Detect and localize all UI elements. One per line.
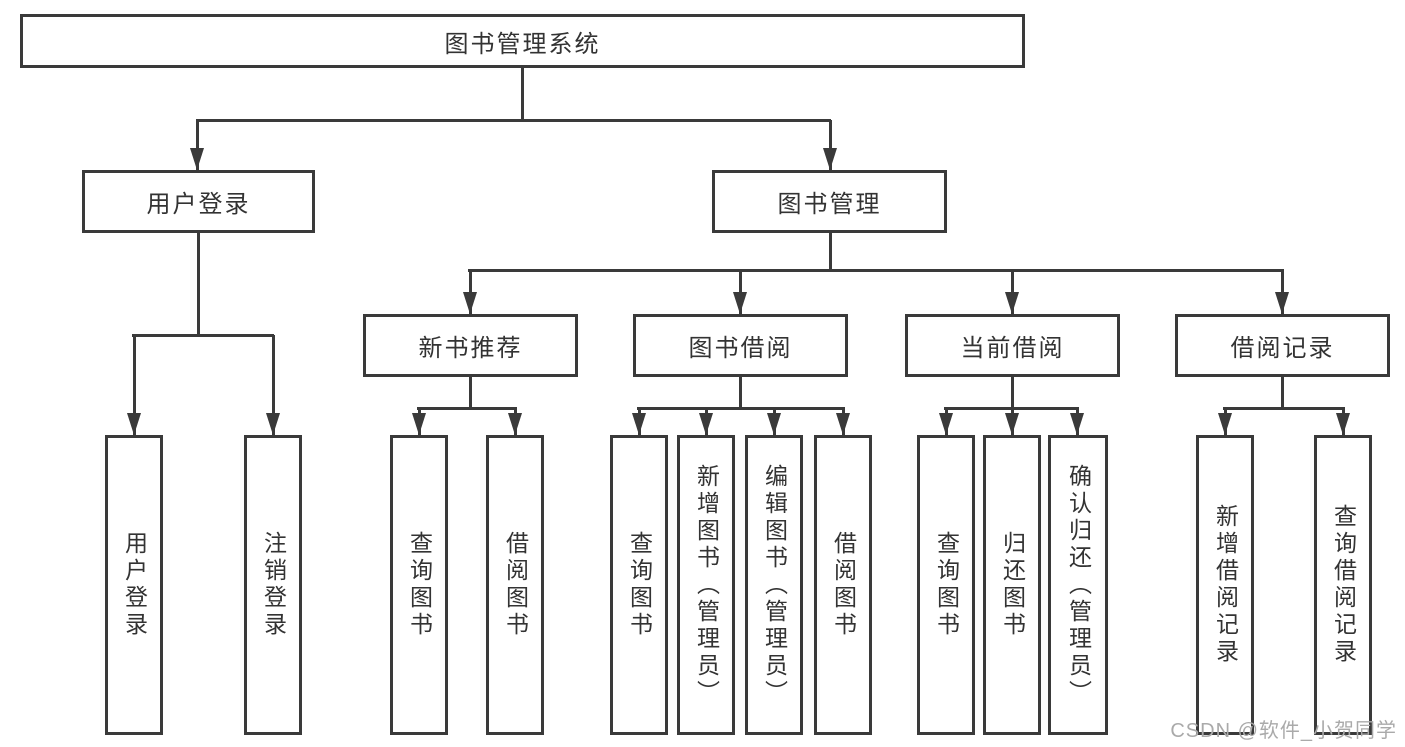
- arrow-down-icon: [823, 148, 837, 170]
- connector-line: [196, 119, 831, 122]
- leaf-confirm-return-admin: 确认归还（管理员）: [1048, 435, 1108, 735]
- node-new-book-recommend: 新书推荐: [363, 314, 578, 377]
- connector-line: [1281, 377, 1284, 408]
- leaf-edit-book-admin-label: 编辑图书（管理员）: [761, 463, 788, 707]
- connector-line: [739, 377, 742, 408]
- node-new-book-recommend-label: 新书推荐: [418, 335, 523, 362]
- leaf-add-borrow-record: 新增借阅记录: [1196, 435, 1254, 735]
- arrow-down-icon: [1005, 292, 1019, 314]
- connector-line: [133, 335, 136, 435]
- arrow-down-icon: [1005, 413, 1019, 435]
- leaf-query-borrow-record-label: 查询借阅记录: [1330, 504, 1357, 666]
- arrow-down-icon: [1336, 413, 1350, 435]
- leaf-edit-book-admin: 编辑图书（管理员）: [745, 435, 803, 735]
- arrow-down-icon: [463, 292, 477, 314]
- arrow-down-icon: [733, 292, 747, 314]
- leaf-return-books: 归还图书: [983, 435, 1041, 735]
- leaf-bb-query-books: 查询图书: [610, 435, 668, 735]
- leaf-cb-query-books: 查询图书: [917, 435, 975, 735]
- node-borrowing-records-label: 借阅记录: [1230, 335, 1335, 362]
- node-borrowing-records: 借阅记录: [1175, 314, 1390, 377]
- arrow-down-icon: [939, 413, 953, 435]
- arrow-down-icon: [1070, 413, 1084, 435]
- connector-line: [272, 335, 275, 435]
- leaf-nb-borrow-books-label: 借阅图书: [502, 531, 529, 639]
- node-book-management: 图书管理: [712, 170, 947, 233]
- leaf-logout: 注销登录: [244, 435, 302, 735]
- leaf-bb-borrow-books-label: 借阅图书: [830, 531, 857, 639]
- node-user-login-label: 用户登录: [146, 191, 251, 218]
- node-current-borrowing: 当前借阅: [905, 314, 1120, 377]
- arrow-down-icon: [699, 413, 713, 435]
- arrow-down-icon: [266, 413, 280, 435]
- connector-line: [1011, 377, 1014, 408]
- leaf-nb-borrow-books: 借阅图书: [486, 435, 544, 735]
- connector-line: [196, 120, 199, 170]
- leaf-add-borrow-record-label: 新增借阅记录: [1212, 504, 1239, 666]
- node-book-borrowing: 图书借阅: [633, 314, 848, 377]
- leaf-nb-query-books-label: 查询图书: [406, 531, 433, 639]
- arrow-down-icon: [127, 413, 141, 435]
- arrow-down-icon: [767, 413, 781, 435]
- connector-line: [132, 334, 274, 337]
- connector-line: [829, 120, 832, 170]
- node-root: 图书管理系统: [20, 14, 1025, 68]
- leaf-query-borrow-record: 查询借阅记录: [1314, 435, 1372, 735]
- connector-line: [829, 233, 832, 270]
- node-root-label: 图书管理系统: [444, 30, 601, 58]
- leaf-bb-query-books-label: 查询图书: [626, 531, 653, 639]
- arrow-down-icon: [836, 413, 850, 435]
- node-book-management-label: 图书管理: [777, 191, 882, 218]
- connector-line: [521, 68, 524, 120]
- leaf-user-login-label: 用户登录: [121, 531, 148, 639]
- leaf-bb-borrow-books: 借阅图书: [814, 435, 872, 735]
- leaf-add-book-admin-label: 新增图书（管理员）: [693, 463, 720, 707]
- connector-line: [468, 269, 1284, 272]
- node-book-borrowing-label: 图书借阅: [688, 335, 793, 362]
- leaf-add-book-admin: 新增图书（管理员）: [677, 435, 735, 735]
- node-user-login: 用户登录: [82, 170, 315, 233]
- arrow-down-icon: [632, 413, 646, 435]
- arrow-down-icon: [508, 413, 522, 435]
- leaf-confirm-return-admin-label: 确认归还（管理员）: [1065, 463, 1092, 707]
- connector-line: [469, 377, 472, 408]
- node-current-borrowing-label: 当前借阅: [960, 335, 1065, 362]
- leaf-return-books-label: 归还图书: [999, 531, 1026, 639]
- arrow-down-icon: [1218, 413, 1232, 435]
- watermark: CSDN @软件_小贺同学: [1170, 720, 1397, 742]
- leaf-cb-query-books-label: 查询图书: [933, 531, 960, 639]
- arrow-down-icon: [412, 413, 426, 435]
- leaf-user-login: 用户登录: [105, 435, 163, 735]
- connector-line: [417, 407, 517, 410]
- leaf-logout-label: 注销登录: [260, 531, 287, 639]
- connector-line: [637, 407, 845, 410]
- arrow-down-icon: [1275, 292, 1289, 314]
- arrow-down-icon: [190, 148, 204, 170]
- connector-line: [1223, 407, 1345, 410]
- connector-line: [197, 233, 200, 335]
- leaf-nb-query-books: 查询图书: [390, 435, 448, 735]
